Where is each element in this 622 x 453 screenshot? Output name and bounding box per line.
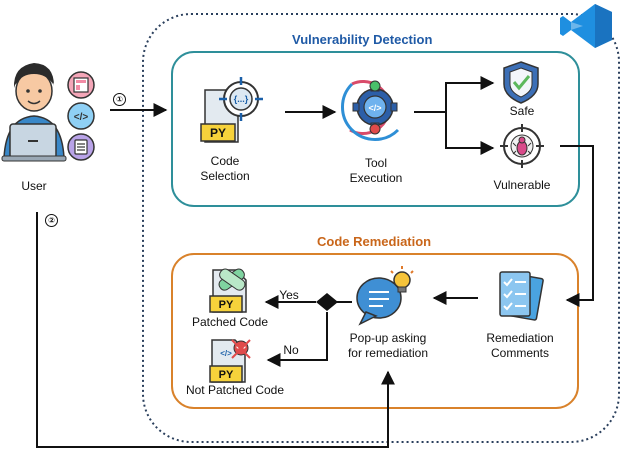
popup-line1: Pop-up asking [349, 331, 427, 345]
step-1-text: ① [116, 95, 123, 104]
arrow-user-feedback-loop [36, 212, 395, 448]
remediation-comments-line2: Comments [490, 346, 549, 360]
gear-code-icon: </> [341, 80, 400, 141]
code-glyph: {...} [234, 94, 249, 104]
tool-execution-label: Tool Execution [340, 156, 412, 186]
step-1-marker: ① [113, 93, 126, 106]
not-patched-code-label: Not Patched Code [185, 383, 285, 397]
py-label-notpatched: PY [219, 369, 234, 381]
step-2-text: ② [48, 216, 55, 225]
patched-code-label: Patched Code [191, 315, 269, 329]
arrow-vulnerable-to-comments [560, 145, 594, 307]
list-badge-icon [67, 133, 95, 161]
popup-label: Pop-up asking for remediation [336, 331, 440, 361]
layout-badge-icon [67, 71, 95, 99]
skull-python-file-icon: </> PY [209, 339, 251, 383]
bandaged-python-file-icon: PY [209, 268, 247, 313]
bug-target-icon [500, 124, 544, 168]
python-file-icon: {...} PY [200, 77, 263, 143]
outer-dotted-container [142, 13, 620, 443]
tool-execution-line1: Tool [364, 156, 387, 170]
vulnerable-label: Vulnerable [493, 178, 551, 192]
code-badge-icon: </> [67, 102, 95, 130]
tool-glyph: </> [368, 103, 381, 113]
popup-line2: for remediation [347, 346, 429, 360]
py-label-patched: PY [219, 299, 234, 311]
detection-title: Vulnerability Detection [288, 32, 437, 47]
user-label: User [21, 179, 47, 193]
code-badge-glyph: </> [74, 112, 89, 123]
remediation-box [171, 253, 579, 409]
step-2-marker: ② [45, 214, 58, 227]
checklist-document-icon [499, 271, 544, 321]
remediation-comments-line1: Remediation [486, 331, 554, 345]
code-selection-line1: Code [210, 154, 240, 168]
tool-execution-line2: Execution [349, 171, 403, 185]
chat-bubble-bulb-icon [356, 266, 414, 326]
developer-avatar-icon [1, 63, 67, 162]
py-label-code: PY [210, 126, 226, 140]
code-selection-line2: Selection [200, 169, 250, 183]
remediation-comments-label: Remediation Comments [474, 331, 566, 361]
arrow-to-vulnerable [445, 112, 495, 155]
arrow-decision-no [266, 312, 328, 367]
arrow-to-safe [445, 76, 495, 112]
code-selection-label: Code Selection [190, 154, 260, 184]
shield-check-icon [503, 61, 539, 104]
safe-label: Safe [509, 104, 535, 118]
vscode-logo-icon [560, 4, 612, 48]
remediation-title: Code Remediation [313, 234, 436, 249]
no-label: No [283, 343, 299, 357]
decision-diamond [316, 293, 338, 311]
yes-label: Yes [279, 288, 299, 302]
tag-glyph-notpatched: </> [220, 349, 232, 358]
